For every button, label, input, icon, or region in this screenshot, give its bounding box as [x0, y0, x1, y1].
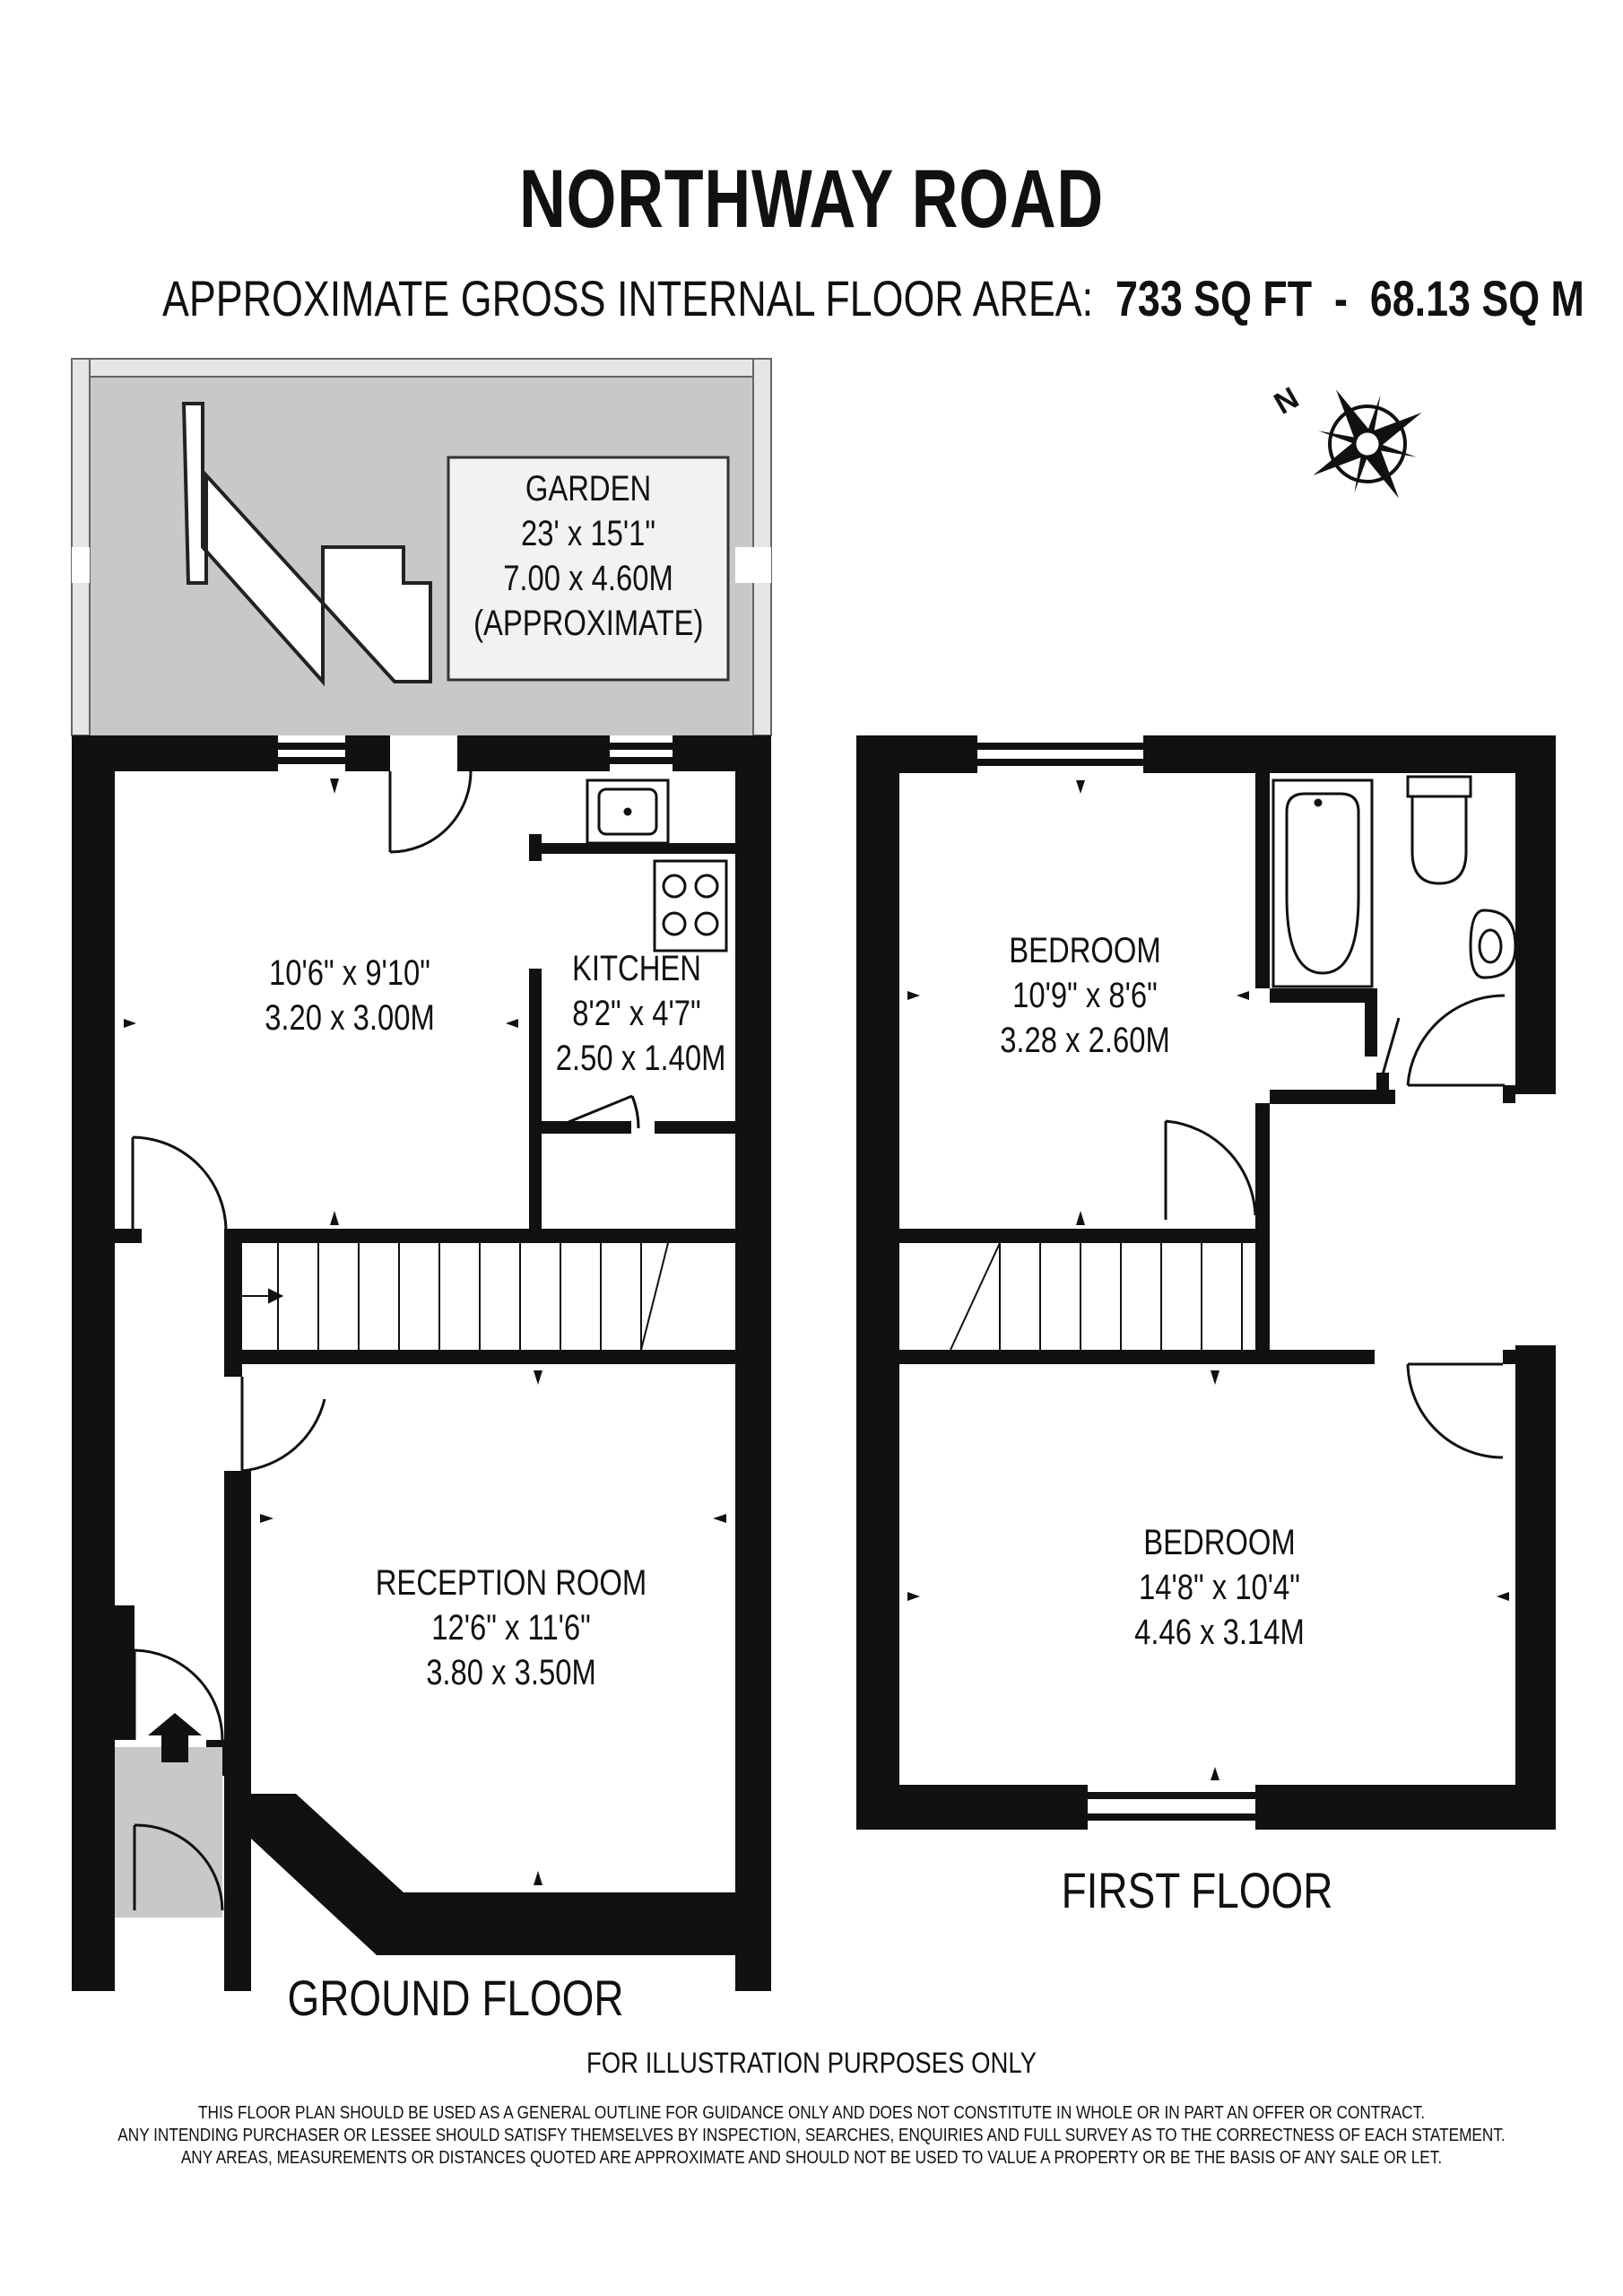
- reception-name: RECEPTION ROOM: [375, 1563, 647, 1603]
- first-floor-walls: [856, 735, 1556, 1830]
- disclaimer-line-1: THIS FLOOR PLAN SHOULD BE USED AS A GENE…: [198, 2103, 1425, 2123]
- floor-area-separator: -: [1333, 270, 1348, 326]
- first-floor-doors: [1164, 994, 1506, 1459]
- lounge-imperial: 10'6" x 9'10": [269, 953, 430, 993]
- reception-label: RECEPTION ROOM 12'6" x 11'6" 3.80 x 3.50…: [371, 1561, 651, 1695]
- bedroom-2-label: BEDROOM 14'8" x 10'4" 4.46 x 3.14M: [1116, 1520, 1323, 1655]
- garden-label: GARDEN 23' x 15'1" 7.00 x 4.60M (APPROXI…: [473, 466, 703, 646]
- kitchen-name: KITCHEN: [572, 949, 701, 988]
- entrance-arrow-icon: [148, 1713, 202, 1762]
- first-floor-stairs: [950, 1242, 1265, 1351]
- lounge-metric: 3.20 x 3.00M: [265, 998, 435, 1038]
- lounge-label: 10'6" x 9'10" 3.20 x 3.00M: [239, 951, 460, 1040]
- reception-imperial: 12'6" x 11'6": [431, 1608, 591, 1648]
- first-floor-label: FIRST FLOOR: [1061, 1862, 1333, 1918]
- floor-area-sqft: 733 SQ FT: [1115, 270, 1313, 326]
- bedroom-1-name: BEDROOM: [1009, 931, 1161, 970]
- illustration-note: FOR ILLUSTRATION PURPOSES ONLY: [586, 2047, 1037, 2079]
- garden-metric: 7.00 x 4.60M: [503, 559, 673, 598]
- bedroom-1-imperial: 10'9" x 8'6": [1012, 976, 1158, 1015]
- ground-floor-label: GROUND FLOOR: [287, 1970, 624, 2026]
- disclaimer-line-2: ANY INTENDING PURCHASER OR LESSEE SHOULD…: [117, 2126, 1506, 2145]
- garden-imperial: 23' x 15'1": [520, 514, 656, 553]
- compass-icon: [1313, 389, 1422, 499]
- garden-note: (APPROXIMATE): [473, 604, 704, 643]
- disclaimer-line-3: ANY AREAS, MEASUREMENTS OR DISTANCES QUO…: [180, 2148, 1443, 2168]
- bedroom-2-name: BEDROOM: [1143, 1523, 1296, 1562]
- bedroom-2-metric: 4.46 x 3.14M: [1134, 1613, 1305, 1652]
- ground-floor-measure-marks: [124, 778, 726, 1885]
- bedroom-1-metric: 3.28 x 2.60M: [1000, 1021, 1170, 1060]
- first-floor-measure-marks: [907, 780, 1509, 1780]
- kitchen-metric: 2.50 x 1.40M: [555, 1039, 726, 1078]
- floor-area-sqm: 68.13 SQ M: [1369, 270, 1584, 326]
- bathroom-fixtures: [1271, 775, 1517, 988]
- ground-floor-doors: [131, 770, 640, 1911]
- reception-metric: 3.80 x 3.50M: [426, 1653, 596, 1692]
- kitchen-fixtures: [586, 778, 728, 952]
- floor-area-line: APPROXIMATE GROSS INTERNAL FLOOR AREA: 7…: [162, 269, 1584, 327]
- ground-floor-walls: [72, 735, 771, 1991]
- kitchen-label: KITCHEN 8'2" x 4'7" 2.50 x 1.40M: [555, 946, 726, 1081]
- kitchen-imperial: 8'2" x 4'7": [572, 994, 701, 1033]
- page-title: NORTHWAY ROAD: [518, 153, 1105, 245]
- floor-area-label: APPROXIMATE GROSS INTERNAL FLOOR AREA:: [162, 270, 1094, 326]
- bedroom-2-imperial: 14'8" x 10'4": [1139, 1568, 1300, 1607]
- garden-name: GARDEN: [525, 469, 652, 509]
- ground-floor-stairs: [224, 1242, 669, 1351]
- garden-area: [71, 358, 772, 736]
- bedroom-1-label: BEDROOM 10'9" x 8'6" 3.28 x 2.60M: [989, 928, 1180, 1063]
